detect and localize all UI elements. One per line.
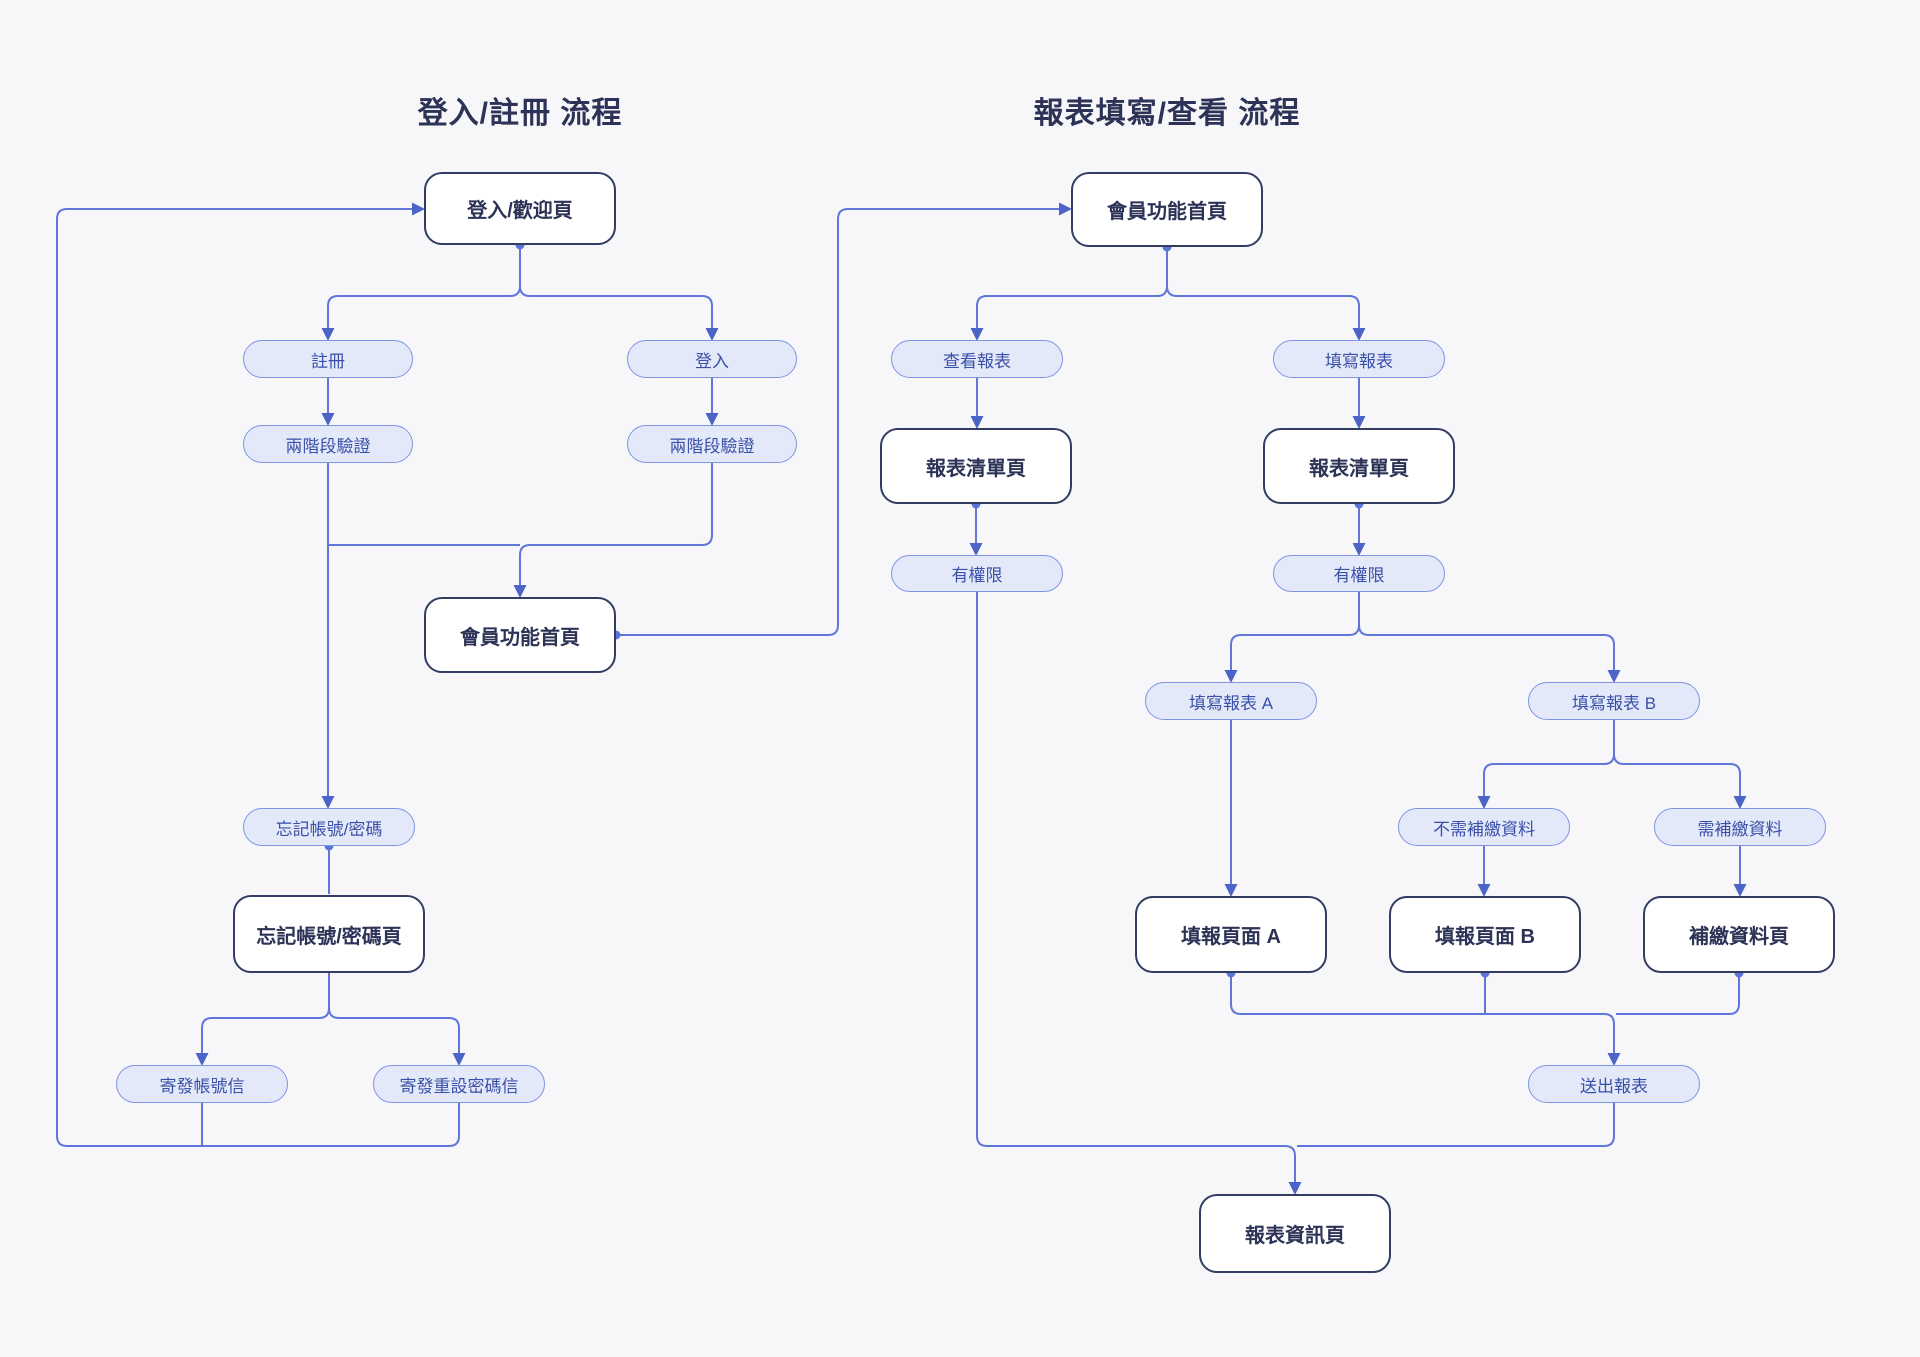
flow-connector-member-home-page-right-to-fill-report-action <box>1166 247 1366 341</box>
flow-connector-fill-page-a-to-submit-report-action <box>1230 973 1621 1066</box>
flow-node-fill-page-b: 填報頁面 B <box>1389 896 1581 973</box>
flow-connector-submit-report-action-to-report-info-page <box>1297 1103 1615 1147</box>
flow-node-has-permission-right: 有權限 <box>1273 555 1445 592</box>
flow-connector-member-home-page-left-to-member-home-page-right <box>616 202 1072 636</box>
flow-node-register-action: 註冊 <box>243 340 413 378</box>
flow-connector-has-permission-right-to-fill-report-a-action <box>1224 592 1360 683</box>
flow-node-forgot-account-action: 忘記帳號/密碼 <box>243 808 415 846</box>
flow-node-forgot-account-page: 忘記帳號/密碼頁 <box>233 895 425 973</box>
flow-node-report-info-page: 報表資訊頁 <box>1199 1194 1391 1273</box>
flow-connector-login-welcome-page-to-register-action <box>321 245 521 341</box>
flow-node-member-home-page-right: 會員功能首頁 <box>1071 172 1263 247</box>
flow-node-two-step-verify-right: 兩階段驗證 <box>627 425 797 463</box>
flow-connector-has-permission-right-to-fill-report-b-action <box>1358 592 1621 683</box>
flow-connector-extra-data-page-to-submit-report-action <box>1616 973 1740 1015</box>
flow-connector-two-step-verify-right-to-member-home-page-left <box>513 463 713 598</box>
flow-node-view-report-action: 查看報表 <box>891 340 1063 378</box>
flow-connector-fill-report-b-action-to-no-extra-data-action <box>1477 720 1615 809</box>
flow-node-member-home-page-left: 會員功能首頁 <box>424 597 616 673</box>
flow-node-fill-report-action: 填寫報表 <box>1273 340 1445 378</box>
flow-node-submit-report-action: 送出報表 <box>1528 1065 1700 1103</box>
flow-connector-forgot-account-page-to-send-account-mail <box>195 973 330 1066</box>
flow-connector-login-welcome-page-to-login-action <box>519 245 719 341</box>
flow-node-login-action: 登入 <box>627 340 797 378</box>
flow-node-login-welcome-page: 登入/歡迎頁 <box>424 172 616 245</box>
flow-node-two-step-verify-left: 兩階段驗證 <box>243 425 413 463</box>
flow-node-report-list-page-left: 報表清單頁 <box>880 428 1072 504</box>
report-flow-title: 報表填寫/查看 流程 <box>1033 97 1301 130</box>
flow-node-fill-report-b-action: 填寫報表 B <box>1528 682 1700 720</box>
flow-connector-send-reset-mail-to-login-welcome-page <box>56 202 460 1147</box>
login-flow-title: 登入/註冊 流程 <box>417 97 623 130</box>
flow-connector-member-home-page-right-to-view-report-action <box>970 247 1168 341</box>
flow-connector-forgot-account-page-to-send-reset-mail <box>328 973 466 1066</box>
flow-node-fill-page-a: 填報頁面 A <box>1135 896 1327 973</box>
flow-node-report-list-page-right: 報表清單頁 <box>1263 428 1455 504</box>
flow-node-send-account-mail: 寄發帳號信 <box>116 1065 288 1103</box>
flow-node-fill-report-a-action: 填寫報表 A <box>1145 682 1317 720</box>
flow-node-no-extra-data-action: 不需補繳資料 <box>1398 808 1570 846</box>
flow-node-extra-data-page: 補繳資料頁 <box>1643 896 1835 973</box>
flow-node-has-permission-left: 有權限 <box>891 555 1063 592</box>
flow-node-send-reset-mail: 寄發重設密碼信 <box>373 1065 545 1103</box>
flow-connector-fill-report-b-action-to-extra-data-action <box>1613 720 1747 809</box>
flow-connector-has-permission-left-to-report-info-page <box>976 592 1302 1195</box>
flow-node-extra-data-action: 需補繳資料 <box>1654 808 1826 846</box>
